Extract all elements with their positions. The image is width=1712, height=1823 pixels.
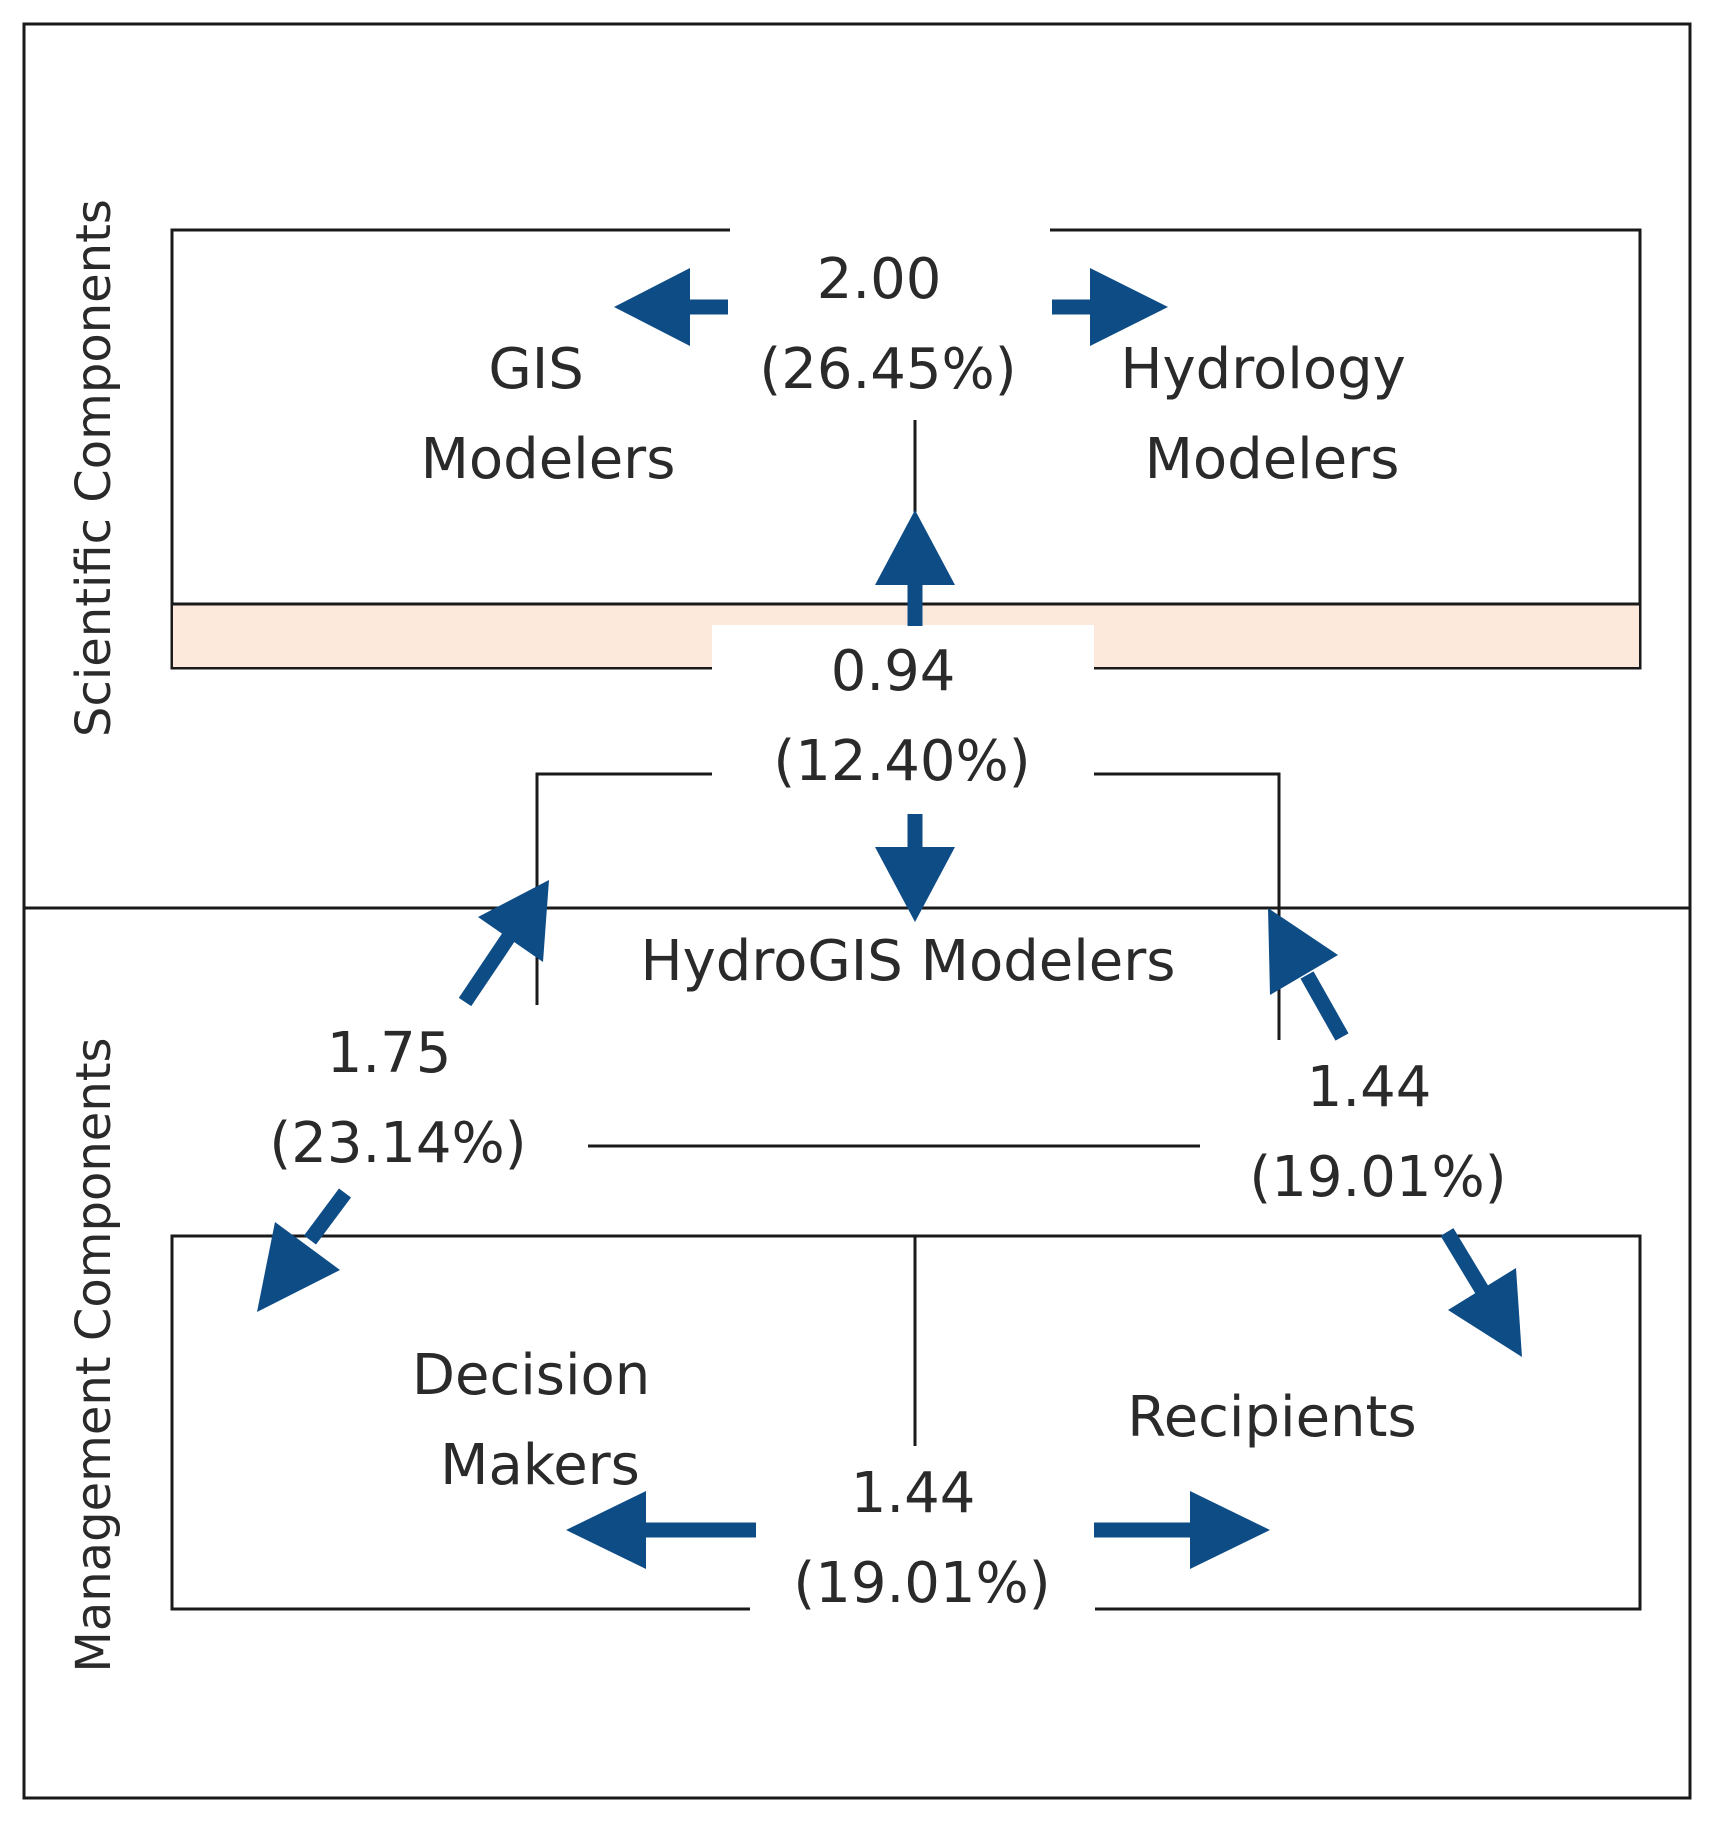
arrow-to-scientific-icon	[875, 510, 955, 626]
scientific-hydrogis-number: 0.94	[831, 639, 956, 704]
hydrogis-modelers-label: HydroGIS Modelers	[641, 929, 1176, 994]
hydrogis-recipients-percent: (19.01%)	[1249, 1145, 1506, 1210]
arrow-to-hydrology-icon	[1052, 268, 1168, 346]
decision-makers-line2: Makers	[440, 1433, 640, 1498]
decision-makers-line1: Decision	[412, 1343, 650, 1408]
scientific-section-label: Scientific Components	[66, 199, 122, 737]
recipients-label: Recipients	[1127, 1385, 1416, 1450]
hydrogis-decision-percent: (23.14%)	[269, 1111, 526, 1176]
arrow-to-hydrogis-right-icon	[1268, 908, 1349, 1041]
arrow-to-gis-icon	[614, 268, 728, 346]
decision-recipients-value: 1.44 (19.01%)	[793, 1461, 1050, 1616]
gis-modelers-label: GIS Modelers	[421, 337, 676, 492]
hydrology-modelers-line2: Modelers	[1145, 427, 1400, 492]
arrow-to-hydrogis-left-icon	[458, 880, 549, 1007]
bottom-label-gap	[750, 1600, 1095, 1616]
arrow-to-decision-icon	[257, 1188, 352, 1312]
hydrogis-decision-number: 1.75	[327, 1021, 452, 1086]
hydrology-modelers-label: Hydrology Modelers	[1120, 337, 1423, 492]
gis-hydrology-number: 2.00	[817, 247, 942, 312]
arrow-to-hydrogis-icon	[875, 814, 955, 922]
gis-modelers-line2: Modelers	[421, 427, 676, 492]
decision-recipients-percent: (19.01%)	[793, 1551, 1050, 1616]
gis-hydrology-percent: (26.45%)	[759, 337, 1016, 402]
decision-recipients-number: 1.44	[851, 1461, 976, 1526]
management-section-label: Management Components	[66, 1037, 122, 1672]
hydrology-modelers-line1: Hydrology	[1120, 337, 1405, 402]
decision-makers-label: Decision Makers	[412, 1343, 668, 1498]
outer-frame	[22, 22, 1692, 1800]
top-label-gap	[730, 224, 1050, 236]
arrow-to-decision-bottom-icon	[566, 1491, 756, 1569]
hydrogis-decision-value: 1.75 (23.14%)	[269, 1021, 526, 1176]
arrow-to-recipients-icon	[1440, 1228, 1522, 1357]
arrow-to-recipients-bottom-icon	[1094, 1491, 1270, 1569]
gis-hydrology-value: 2.00 (26.45%)	[759, 247, 1016, 402]
middle-label-gap	[712, 625, 1094, 675]
gis-modelers-line1: GIS	[488, 337, 583, 402]
hydrogis-recipients-value: 1.44 (19.01%)	[1249, 1055, 1506, 1210]
scientific-hydrogis-percent: (12.40%)	[773, 729, 1030, 794]
hydrogis-recipients-number: 1.44	[1307, 1055, 1432, 1120]
scientific-hydrogis-value: 0.94 (12.40%)	[773, 639, 1030, 794]
